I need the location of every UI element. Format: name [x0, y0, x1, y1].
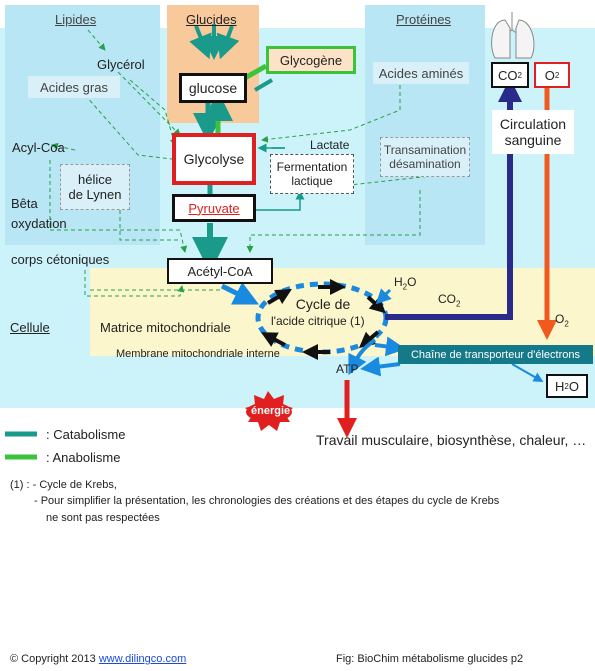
arrow-krebs-atp — [348, 338, 377, 376]
arrow-h2o-krebs — [375, 288, 392, 305]
acides-amines-box: Acides aminés — [373, 62, 469, 84]
lactate-label: Lactate — [310, 138, 350, 152]
cellule-label: Cellule — [10, 320, 50, 335]
atp-label: ATP — [336, 362, 359, 376]
glycolyse-box: Glycolyse — [172, 133, 256, 185]
arrow-krebs-chaine — [374, 336, 406, 357]
acetyl-coa-box: Acétyl-CoA — [167, 258, 273, 284]
proteines-column — [365, 5, 485, 245]
proteines-header: Protéines — [396, 12, 451, 27]
corps-cetoniques-label: corps cétoniques — [11, 252, 110, 267]
chaine-transporteur-box: Chaîne de transporteur d'électrons — [398, 345, 593, 364]
co2-path — [385, 78, 522, 320]
pyruvate-box: Pyruvate — [172, 194, 256, 222]
legend-catabolisme: : Catabolisme — [46, 427, 126, 442]
co2-label: CO2 — [438, 292, 461, 309]
glucose-box: glucose — [179, 73, 247, 103]
copyright: © Copyright 2013 www.dilingco.com — [10, 653, 187, 665]
krebs-cycle-arrows — [260, 279, 386, 360]
matrice-label: Matrice mitochondriale — [100, 320, 231, 335]
lipides-header: Lipides — [55, 12, 97, 27]
note-line-3: ne sont pas respectées — [46, 512, 160, 524]
arrow-chaine-h2o — [511, 363, 544, 382]
note-line-2: - Pour simplifier la présentation, les c… — [34, 495, 500, 507]
lungs-icon — [491, 12, 535, 59]
glucose-inflow-arrows — [189, 24, 240, 60]
figure-caption: Fig: BioChim métabolisme glucides p2 — [336, 653, 524, 665]
legend-anabolisme: : Anabolisme — [46, 450, 121, 465]
glucides-header: Glucides — [186, 12, 237, 27]
glycogene-box: Glycogène — [266, 46, 356, 74]
arrow-chaine-atp — [360, 356, 401, 377]
acides-gras-box: Acides gras — [28, 76, 120, 98]
note-line-1: (1) : - Cycle de Krebs, — [10, 479, 117, 491]
glycerol-label: Glycérol — [97, 57, 145, 72]
site-link[interactable]: www.dilingco.com — [98, 653, 187, 665]
h2o-input-label: H2O — [394, 275, 417, 292]
travail-label: Travail musculaire, biosynthèse, chaleur… — [316, 432, 587, 448]
acyl-coa-label: Acyl-Coa — [12, 140, 65, 155]
o2-label: O2 — [555, 312, 569, 329]
membrane-label: Membrane mitochondriale interne — [116, 348, 280, 360]
arrow-acetyl-krebs — [220, 282, 259, 305]
energie-label: énergie — [251, 405, 291, 417]
arrow-glucose-glycogene — [243, 63, 268, 81]
arrow-pyruvate-fermentation — [255, 190, 305, 211]
